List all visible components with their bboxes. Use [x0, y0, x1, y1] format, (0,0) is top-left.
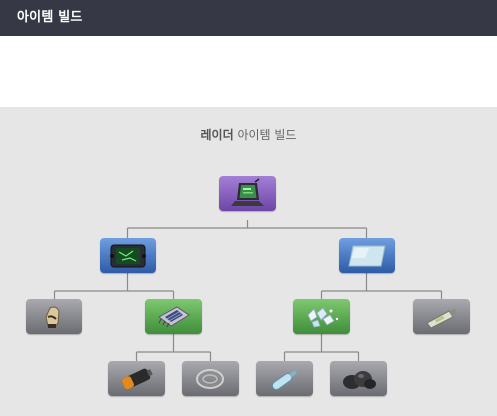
- item-stones[interactable]: [330, 361, 387, 396]
- item-gloves[interactable]: [26, 299, 82, 334]
- stones-icon: [343, 371, 376, 389]
- item-crystals[interactable]: [293, 299, 350, 334]
- build-title-suffix: 아이템 빌드: [233, 128, 297, 142]
- glue-tube-icon: [426, 309, 457, 329]
- crystal-shards-icon: [307, 307, 339, 328]
- build-title: 레이더 아이템 빌드: [0, 127, 497, 143]
- item-root[interactable]: [219, 176, 276, 211]
- item-glass-bottle[interactable]: [256, 361, 313, 396]
- top-bar: 아이템 빌드: [0, 0, 497, 36]
- item-glass-panel[interactable]: [339, 238, 395, 273]
- item-glue-tube[interactable]: [413, 299, 470, 334]
- item-circuit-board[interactable]: [100, 238, 156, 273]
- blank-area: [0, 36, 497, 107]
- page-title: 아이템 빌드: [17, 10, 83, 25]
- item-battery[interactable]: [108, 361, 165, 396]
- glove-icon: [45, 306, 60, 328]
- glass-bottle-icon: [271, 370, 297, 391]
- wire-coil-icon: [196, 369, 224, 389]
- circuit-board-icon: [110, 244, 146, 268]
- champion-name: 레이더: [200, 128, 234, 142]
- microchip-icon: [158, 306, 190, 328]
- laptop-icon: [231, 178, 264, 206]
- battery-icon: [121, 368, 153, 390]
- item-microchip[interactable]: [145, 299, 202, 334]
- item-build-panel: 레이더 아이템 빌드: [0, 107, 497, 416]
- item-wire-coil[interactable]: [182, 361, 239, 396]
- glass-panel-icon: [348, 245, 386, 267]
- build-tree-lines: [53, 220, 443, 361]
